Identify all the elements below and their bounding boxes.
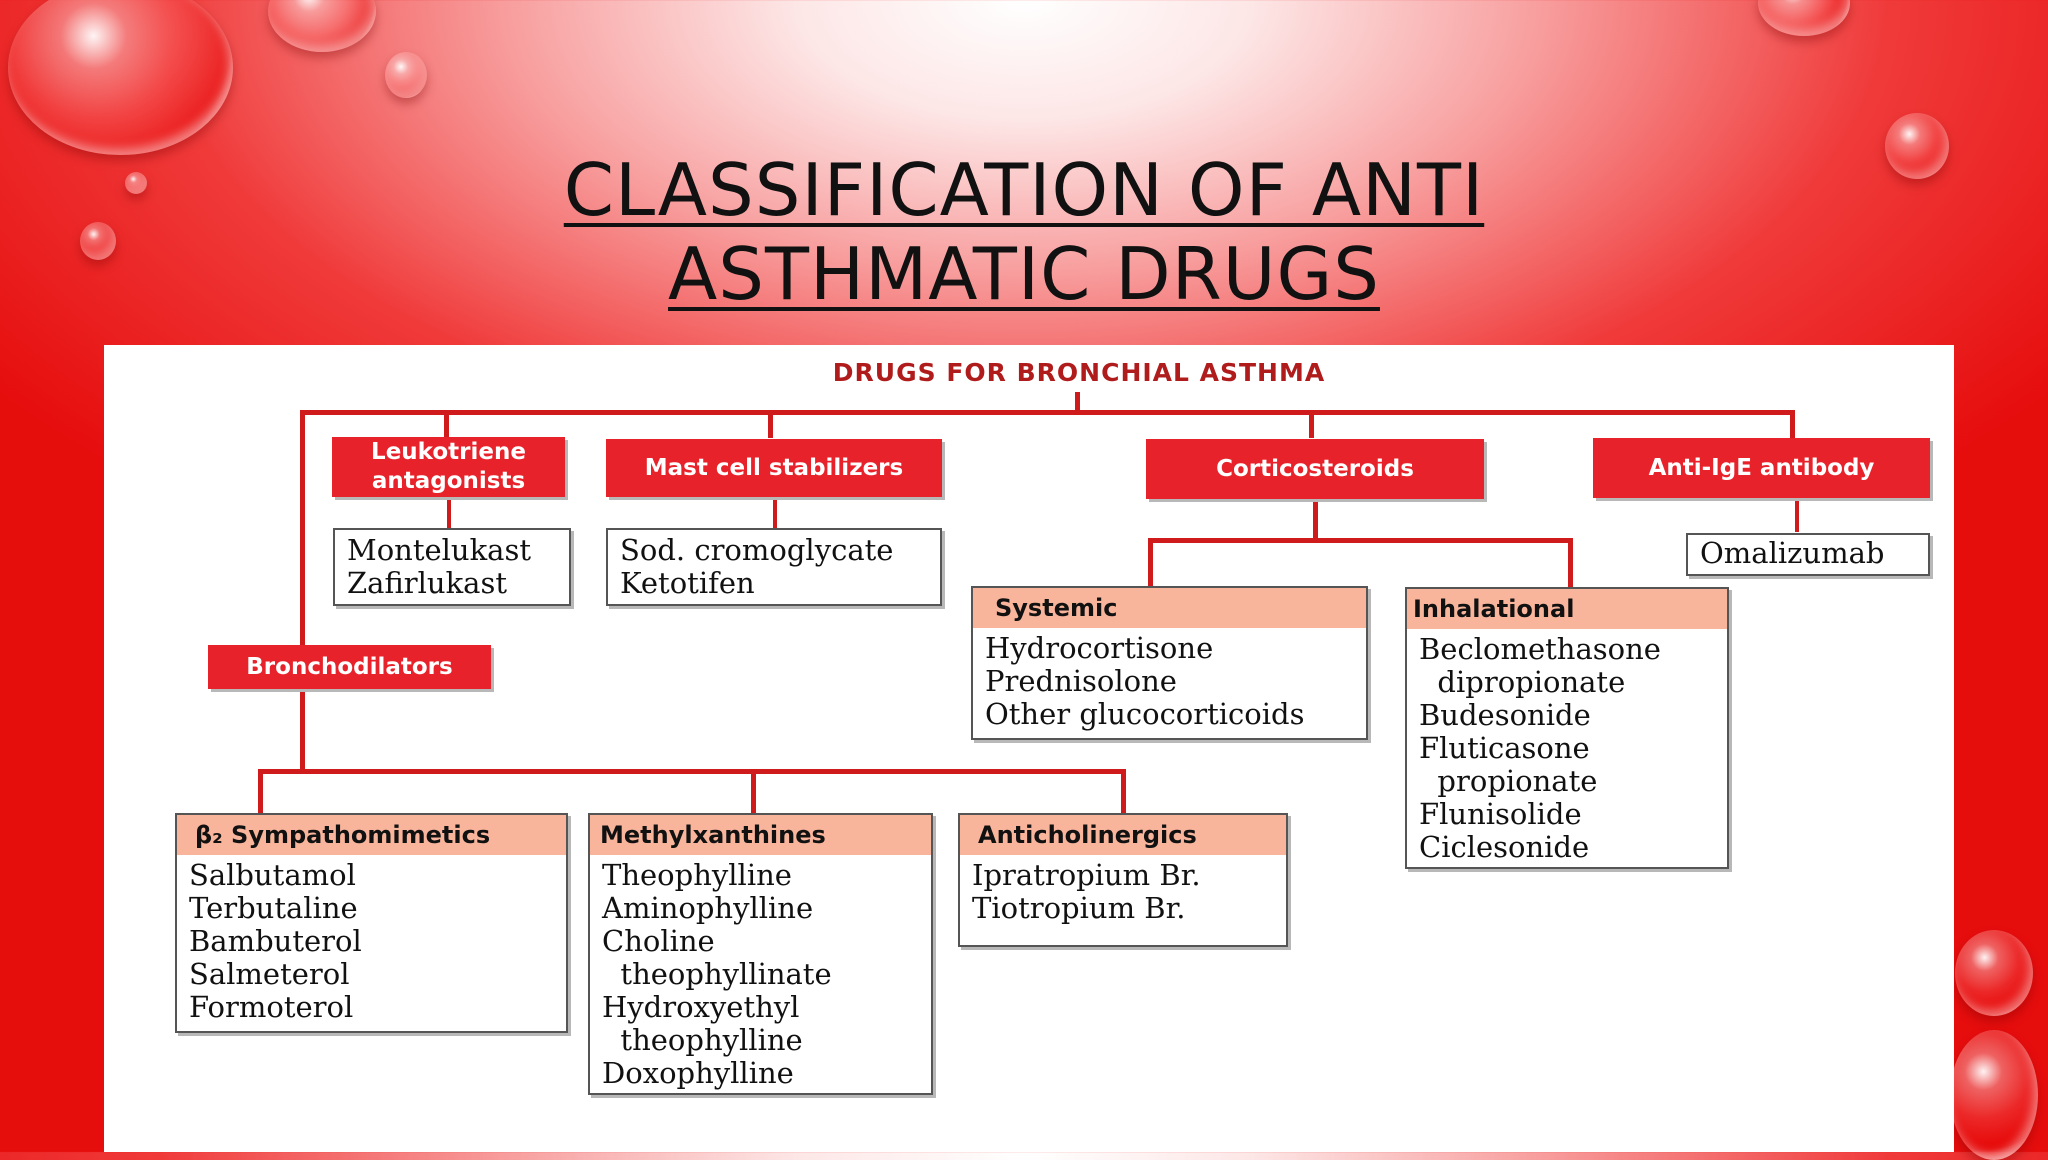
bubble-decoration [8,0,233,155]
anti-ige-drug-list: Omalizumab [1686,533,1930,576]
diagram-root-label: DRUGS FOR BRONCHIAL ASTHMA [832,358,1326,387]
list-item: Formoterol [189,990,354,1024]
bubble-decoration [1955,930,2033,1016]
mast-cell-label: Mast cell stabilizers [644,454,904,481]
list-item: Salmeterol [189,957,350,991]
connector [1313,498,1318,540]
bubble-decoration [1885,113,1949,179]
list-item: Doxophylline [602,1056,794,1090]
category-corticosteroids: Corticosteroids [1146,439,1484,499]
connector [300,688,305,774]
leukotriene-label-line-1: Leukotriene [371,439,526,465]
title-line-2: ASTHMATIC DRUGS [668,232,1380,316]
list-item: Hydroxyethyl [602,990,800,1024]
connector [751,769,756,815]
list-item: dipropionate [1419,665,1626,699]
list-item: Aminophylline [602,891,814,925]
anticholinergics-label: Anticholinergics [978,821,1197,849]
list-item: Fluticasone [1419,731,1590,765]
connector [1148,538,1573,543]
inhalational-drug-list: Beclomethasone dipropionate Budesonide F… [1405,629,1729,869]
list-item: theophylline [602,1023,803,1057]
list-item: Beclomethasone [1419,632,1661,666]
subheader-inhalational: Inhalational [1405,587,1729,631]
subheader-methylxanthines: Methylxanthines [588,813,933,857]
mast-cell-drug-list: Sod. cromoglycate Ketotifen [606,528,942,606]
connector [1121,769,1126,815]
category-bronchodilators: Bronchodilators [208,645,491,689]
connector [773,496,777,530]
list-item: Montelukast [347,533,531,567]
bubble-decoration [1758,0,1850,36]
methylxanthines-label: Methylxanthines [600,821,826,849]
connector [444,410,449,438]
bubble-decoration [125,172,147,194]
list-item: Ketotifen [620,566,755,600]
list-item: Zafirlukast [347,566,507,600]
connector [1075,392,1080,412]
connector [1148,538,1153,588]
anticholinergics-drug-list: Ipratropium Br. Tiotropium Br. [958,855,1288,947]
list-item: Budesonide [1419,698,1591,732]
methylxanthines-drug-list: Theophylline Aminophylline Choline theop… [588,855,933,1095]
connector [258,769,1126,774]
connector [258,769,263,815]
connector [300,410,305,655]
sympathomimetics-drug-list: Salbutamol Terbutaline Bambuterol Salmet… [175,855,568,1033]
bubble-decoration [1950,1030,2038,1160]
connector [768,410,773,438]
list-item: Choline [602,924,715,958]
list-item: Terbutaline [189,891,358,925]
corticosteroids-label: Corticosteroids [1216,455,1414,482]
list-item: Hydrocortisone [985,631,1214,665]
slide-title: CLASSIFICATION OF ANTI ASTHMATIC DRUGS [0,148,2048,316]
leukotriene-label-line-2: antagonists [371,468,526,494]
subheader-anticholinergics: Anticholinergics [958,813,1288,857]
bubble-decoration [80,222,116,260]
subheader-sympathomimetics: β₂ Sympathomimetics [175,813,568,857]
list-item: Theophylline [602,858,792,892]
category-mast-cell-stabilizers: Mast cell stabilizers [606,439,942,497]
connector [300,410,1795,415]
anti-ige-label: Anti-IgE antibody [1648,454,1875,481]
subheader-systemic: Systemic [971,586,1368,630]
list-item: Tiotropium Br. [972,891,1186,925]
list-item: Sod. cromoglycate [620,533,894,567]
list-item: Flunisolide [1419,797,1582,831]
category-anti-ige-antibody: Anti-IgE antibody [1593,438,1930,498]
connector [447,496,451,530]
inhalational-label: Inhalational [1413,595,1575,623]
list-item: Salbutamol [189,858,356,892]
connector [1568,538,1573,588]
list-item: propionate [1419,764,1598,798]
list-item: Ipratropium Br. [972,858,1201,892]
list-item: Ciclesonide [1419,830,1590,864]
connector [1795,498,1799,532]
bubble-decoration [385,52,427,98]
title-line-1: CLASSIFICATION OF ANTI [563,148,1485,232]
leukotriene-drug-list: Montelukast Zafirlukast [333,528,571,606]
category-leukotriene-antagonists: Leukotriene antagonists [332,437,565,497]
bronchodilators-label: Bronchodilators [246,653,453,680]
bubble-decoration [268,0,376,52]
list-item: Other glucocorticoids [985,697,1305,731]
systemic-drug-list: Hydrocortisone Prednisolone Other glucoc… [971,628,1368,740]
list-item: Omalizumab [1700,536,1885,570]
sympathomimetics-label: β₂ Sympathomimetics [195,821,491,849]
systemic-label: Systemic [995,594,1118,622]
list-item: theophyllinate [602,957,832,991]
connector [1790,410,1795,438]
connector [1309,410,1314,438]
list-item: Prednisolone [985,664,1177,698]
list-item: Bambuterol [189,924,362,958]
